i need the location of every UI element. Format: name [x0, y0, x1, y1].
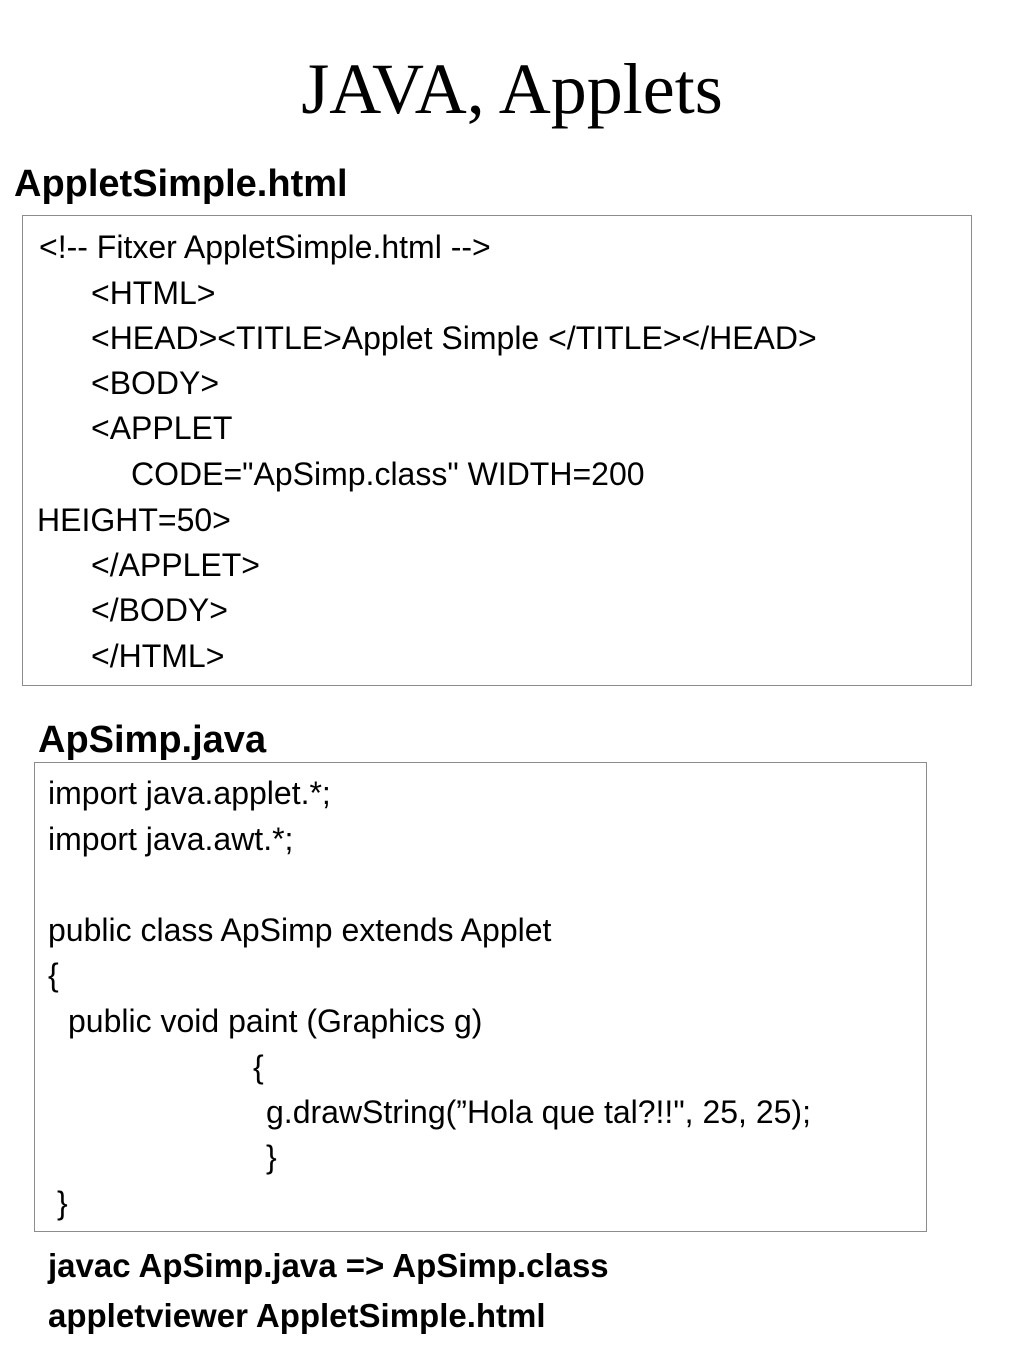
java-code-box: import java.applet.*; import java.awt.*;… [34, 762, 927, 1232]
slide-title: JAVA, Applets [301, 49, 723, 129]
html-code-line: <HEAD><TITLE>Applet Simple </TITLE></HEA… [91, 320, 817, 356]
java-code-line: g.drawString(”Hola que tal?!!", 25, 25); [266, 1094, 811, 1130]
compile-command: javac ApSimp.java => ApSimp.class [48, 1247, 609, 1284]
java-code-line: public void paint (Graphics g) [68, 1003, 483, 1039]
html-file-heading: AppletSimple.html [14, 163, 348, 205]
java-code-line: } [266, 1139, 277, 1175]
java-code-line: { [48, 957, 59, 993]
html-code-line: <HTML> [91, 275, 216, 311]
html-code-line: HEIGHT=50> [37, 502, 231, 538]
java-file-heading: ApSimp.java [38, 719, 267, 761]
java-code-line: public class ApSimp extends Applet [48, 912, 552, 948]
html-code-line: </APPLET> [91, 547, 260, 583]
html-code-line: <BODY> [91, 365, 220, 401]
html-code-line: <APPLET [91, 410, 233, 446]
html-code-line: </BODY> [91, 592, 228, 628]
html-code-line: </HTML> [91, 638, 225, 674]
html-code-line: <!-- Fitxer AppletSimple.html --> [39, 229, 491, 265]
html-code-box: <!-- Fitxer AppletSimple.html --> <HTML>… [22, 215, 972, 686]
java-code-line: import java.awt.*; [48, 821, 294, 857]
java-code-line: { [253, 1049, 264, 1085]
run-command: appletviewer AppletSimple.html [48, 1297, 546, 1334]
java-code-line: import java.applet.*; [48, 775, 331, 811]
java-code-line: } [57, 1185, 68, 1221]
html-code-line: CODE="ApSimp.class" WIDTH=200 [131, 456, 645, 492]
